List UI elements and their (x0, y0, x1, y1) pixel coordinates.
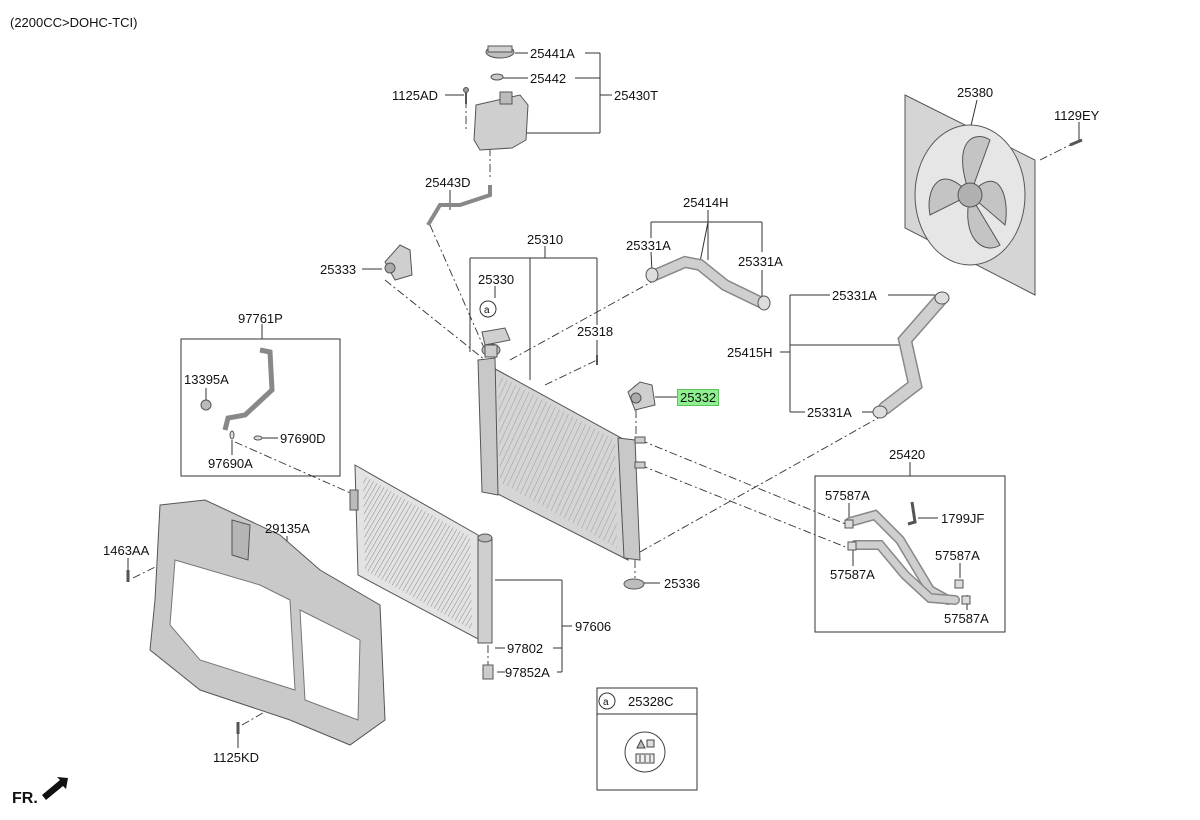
condenser (349, 464, 494, 680)
part-25333[interactable]: 25333 (320, 262, 357, 277)
callout-a: a (484, 305, 490, 316)
part-25420[interactable]: 25420 (889, 447, 926, 462)
wiring-bracket (200, 347, 275, 441)
engine-spec: (2200CC>DOHC-TCI) (10, 15, 138, 30)
part-97606[interactable]: 97606 (575, 619, 612, 634)
part-25380[interactable]: 25380 (957, 85, 994, 100)
part-25318[interactable]: 25318 (577, 324, 614, 339)
part-57587A[interactable]: 57587A (944, 611, 989, 626)
part-25442[interactable]: 25442 (530, 71, 567, 86)
part-25331A[interactable]: 25331A (807, 405, 852, 420)
front-direction-label: FR. (12, 790, 38, 807)
part-25330[interactable]: 25330 (478, 272, 515, 287)
part-97761P[interactable]: 97761P (238, 311, 283, 326)
part-25331A[interactable]: 25331A (738, 254, 783, 269)
air-guard (126, 499, 386, 746)
brackets (384, 244, 656, 590)
part-25310[interactable]: 25310 (527, 232, 564, 247)
overflow-hose (426, 185, 492, 227)
part-25332-highlighted[interactable]: 25332 (676, 389, 720, 406)
upper-hoses (645, 255, 950, 419)
part-1799JF[interactable]: 1799JF (941, 511, 985, 526)
part-1125AD[interactable]: 1125AD (392, 88, 439, 103)
callout-circle-a (479, 300, 497, 318)
part-25331A[interactable]: 25331A (832, 288, 877, 303)
leader-lines (127, 52, 1080, 748)
part-97690A[interactable]: 97690A (208, 456, 253, 471)
coolant-reservoir (463, 45, 529, 151)
part-1463AA[interactable]: 1463AA (103, 543, 150, 558)
radiator (477, 343, 646, 561)
part-57587A[interactable]: 57587A (830, 567, 875, 582)
part-97802[interactable]: 97802 (507, 641, 544, 656)
part-97852A[interactable]: 97852A (505, 665, 550, 680)
part-25430T[interactable]: 25430T (614, 88, 659, 103)
callout-a-legend: a (603, 697, 609, 708)
warning-label-icon (624, 731, 666, 773)
part-25443D[interactable]: 25443D (425, 175, 471, 190)
part-1125KD[interactable]: 1125KD (213, 750, 260, 765)
group-boxes (180, 338, 1006, 791)
fan-shroud (904, 94, 1083, 296)
part-25336[interactable]: 25336 (664, 576, 701, 591)
part-1129EY[interactable]: 1129EY (1054, 108, 1100, 123)
part-25441A[interactable]: 25441A (530, 46, 575, 61)
part-97690D[interactable]: 97690D (280, 431, 326, 446)
part-13395A[interactable]: 13395A (184, 372, 229, 387)
part-25331A[interactable]: 25331A (626, 238, 671, 253)
part-57587A[interactable]: 57587A (935, 548, 980, 563)
part-57587A[interactable]: 57587A (825, 488, 870, 503)
callout-circle-a-legend (598, 692, 616, 710)
heater-hoses (844, 501, 971, 605)
part-25328C[interactable]: 25328C (628, 694, 674, 709)
front-direction-arrow-icon (42, 777, 68, 800)
part-29135A[interactable]: 29135A (265, 521, 310, 536)
part-25414H[interactable]: 25414H (683, 195, 729, 210)
part-25415H[interactable]: 25415H (727, 345, 773, 360)
